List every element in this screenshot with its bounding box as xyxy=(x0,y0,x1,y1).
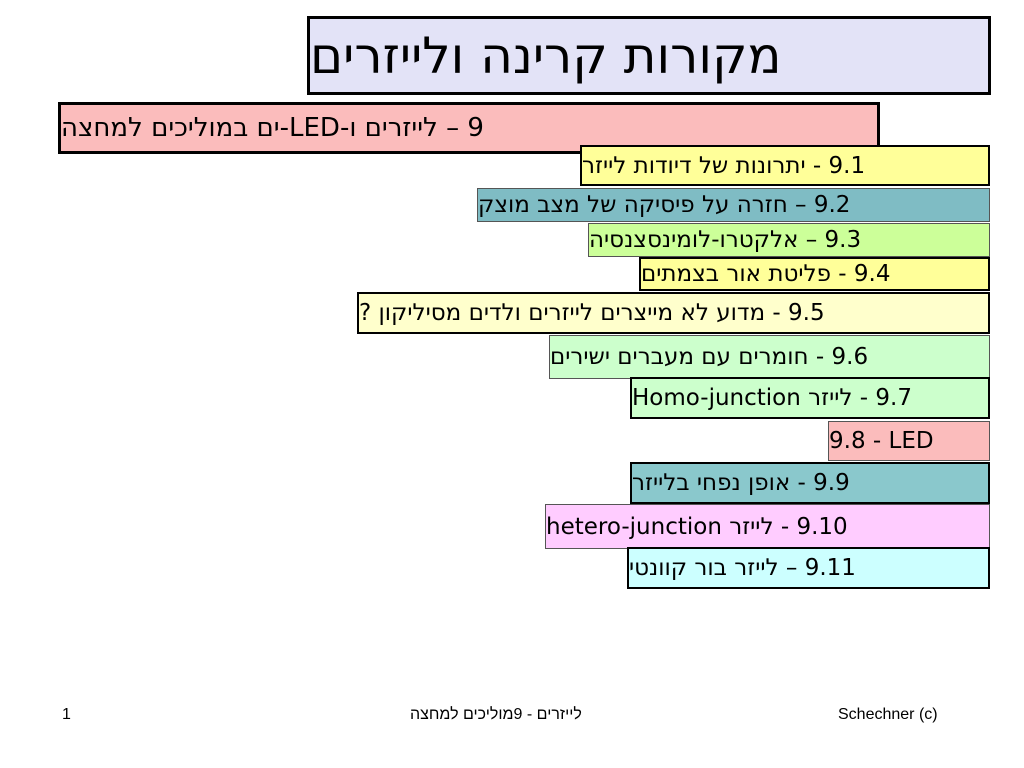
topic-item-9-6: 9.6 - חומרים עם מעברים ישירים xyxy=(549,335,990,379)
topic-label: 9.9 - אופן נפחי בלייזר xyxy=(632,470,850,496)
copyright-notice: Schechner (c) xyxy=(838,706,938,723)
topic-label: 9.10 - לייזר hetero-junction xyxy=(546,513,848,540)
slide-title: מקורות קרינה ולייזרים xyxy=(310,26,782,85)
topic-label: 9.8 - LED xyxy=(829,428,934,454)
topic-label: 9.3 – אלקטרו-לומינסצנסיה xyxy=(589,227,862,253)
topic-item-9-5: 9.5 - מדוע לא מייצרים לייזרים ולדים מסיל… xyxy=(357,292,990,334)
page-number: 1 xyxy=(62,706,71,723)
chapter-heading: 9 – לייזרים ו-LED-ים במוליכים למחצה xyxy=(61,113,484,143)
topic-label: 9.1 - יתרונות של דיודות לייזר xyxy=(582,152,866,179)
topic-label: 9.2 – חזרה על פיסיקה של מצב מוצק xyxy=(478,192,851,218)
topic-label: 9.5 - מדוע לא מייצרים לייזרים ולדים מסיל… xyxy=(359,300,825,326)
topic-item-9-9: 9.9 - אופן נפחי בלייזר xyxy=(630,462,990,504)
topic-label: 9.4 - פליטת אור בצמתים xyxy=(641,261,891,287)
slide-title-box: מקורות קרינה ולייזרים xyxy=(307,16,991,95)
chapter-heading-box: 9 – לייזרים ו-LED-ים במוליכים למחצה xyxy=(58,102,880,154)
topic-item-9-2: 9.2 – חזרה על פיסיקה של מצב מוצק xyxy=(477,188,990,222)
footer-chapter-title: לייזרים - 9מוליכים למחצה xyxy=(410,706,582,723)
topic-item-9-11: 9.11 – לייזר בור קוונטי xyxy=(627,547,990,589)
topic-label: 9.7 - לייזר Homo-junction xyxy=(632,385,912,411)
topic-item-9-4: 9.4 - פליטת אור בצמתים xyxy=(639,257,990,291)
topic-label: 9.6 - חומרים עם מעברים ישירים xyxy=(550,344,869,370)
topic-item-9-1: 9.1 - יתרונות של דיודות לייזר xyxy=(580,145,990,186)
topic-item-9-10: 9.10 - לייזר hetero-junction xyxy=(545,504,990,549)
topic-label: 9.11 – לייזר בור קוונטי xyxy=(629,555,856,581)
topic-item-9-7: 9.7 - לייזר Homo-junction xyxy=(630,377,990,419)
topic-item-9-3: 9.3 – אלקטרו-לומינסצנסיה xyxy=(588,223,990,257)
topic-item-9-8: 9.8 - LED xyxy=(828,421,990,461)
